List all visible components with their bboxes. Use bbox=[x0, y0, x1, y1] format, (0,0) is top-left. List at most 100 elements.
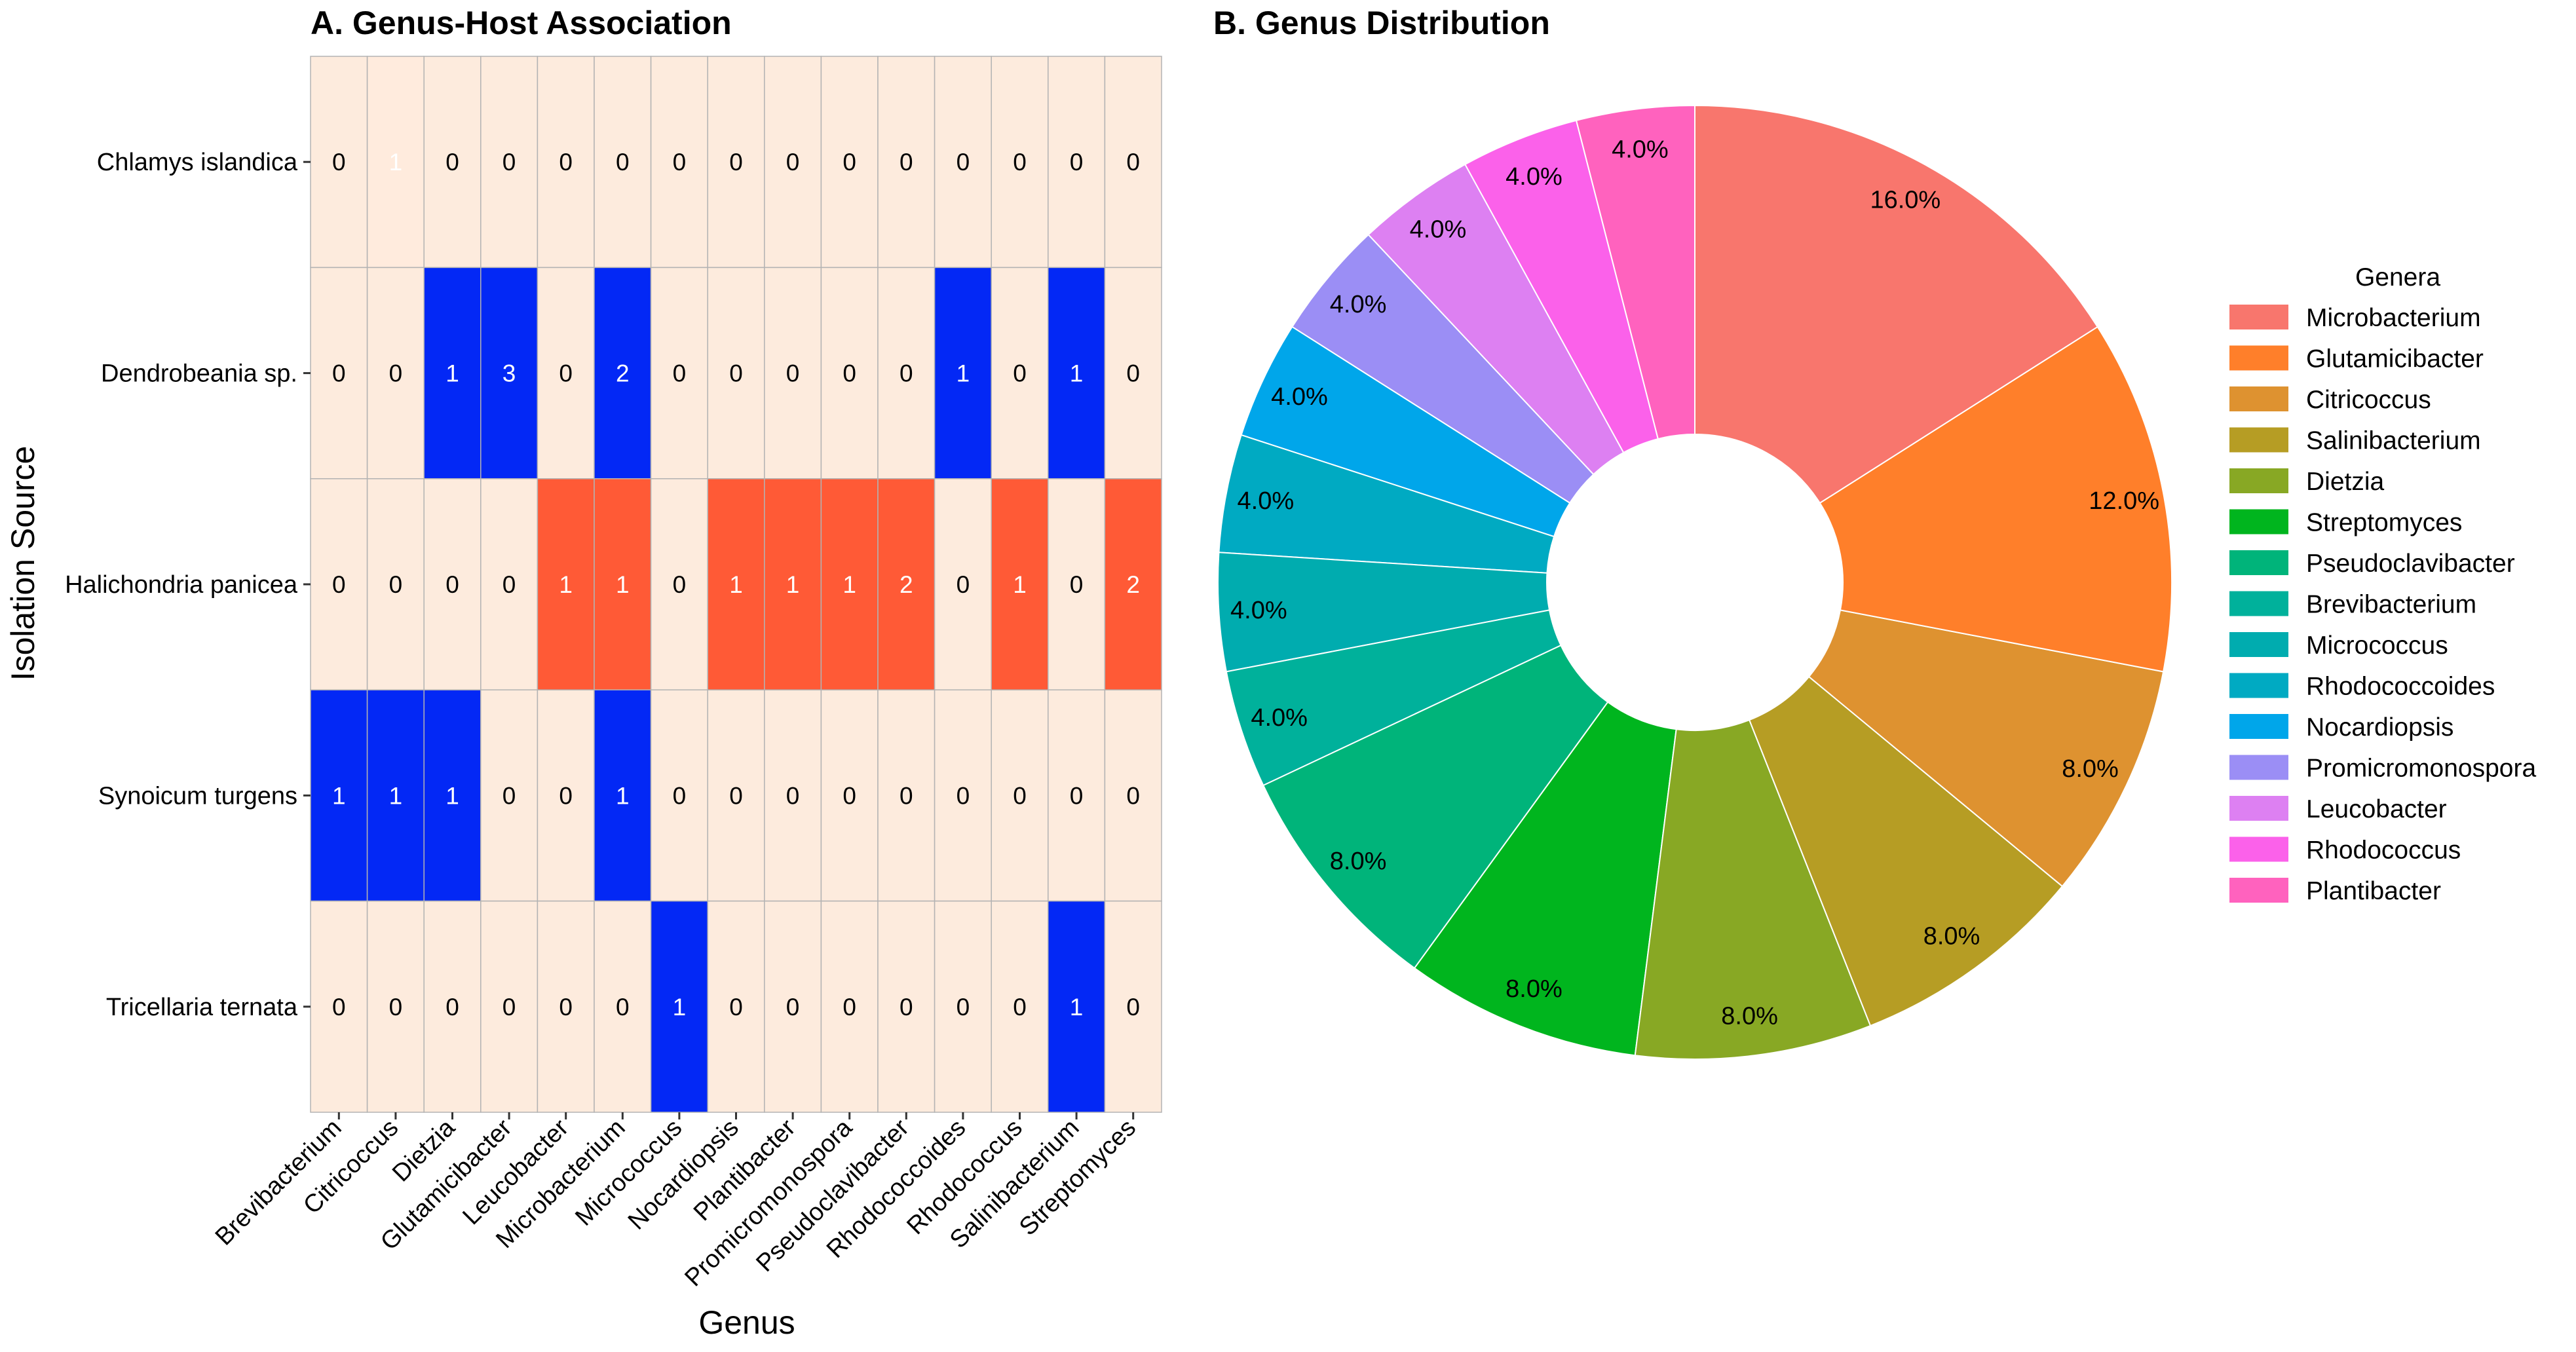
slice-label: 4.0% bbox=[1612, 136, 1669, 163]
cell-value: 1 bbox=[332, 782, 346, 809]
heatmap-cell bbox=[594, 900, 652, 1113]
cell-value: 0 bbox=[445, 994, 459, 1021]
cell-value: 1 bbox=[389, 149, 403, 176]
slice-label: 4.0% bbox=[1410, 216, 1467, 243]
cell-value: 0 bbox=[729, 782, 743, 809]
cell-value: 0 bbox=[786, 994, 800, 1021]
cell-value: 0 bbox=[332, 994, 346, 1021]
donut-chart: 4.0%4.0%4.0%4.0%4.0%4.0%4.0%4.0%8.0%8.0%… bbox=[1217, 104, 2172, 1060]
donut-slice bbox=[1413, 701, 1677, 1057]
panel-b-title: B. Genus Distribution bbox=[1213, 5, 1550, 41]
cell-value: 0 bbox=[559, 360, 573, 387]
legend-key bbox=[2229, 591, 2288, 616]
heatmap-cell bbox=[707, 900, 765, 1113]
heatmap-cell bbox=[537, 267, 595, 479]
heatmap-cell bbox=[1048, 267, 1106, 479]
legend-key bbox=[2229, 427, 2288, 453]
cell-value: 1 bbox=[389, 782, 403, 809]
y-axis-title: Isolation Source bbox=[5, 446, 41, 681]
cell-value: 0 bbox=[1126, 994, 1140, 1021]
heatmap-cell bbox=[310, 478, 368, 690]
legend-label: Microbacterium bbox=[2306, 304, 2481, 332]
panel-a-title: A. Genus-Host Association bbox=[311, 5, 732, 41]
legend-key bbox=[2229, 386, 2288, 411]
legend-key bbox=[2229, 796, 2288, 821]
heatmap-cell bbox=[594, 478, 652, 690]
donut-slice bbox=[1262, 644, 1609, 969]
cell-value: 0 bbox=[957, 149, 970, 176]
cell-value: 1 bbox=[616, 782, 630, 809]
heatmap-cell bbox=[594, 56, 652, 269]
slice-label: 4.0% bbox=[1330, 291, 1387, 318]
y-tick-label: Dendrobeania sp. bbox=[101, 360, 297, 388]
cell-value: 0 bbox=[502, 994, 516, 1021]
cell-value: 3 bbox=[502, 360, 516, 387]
donut-slice bbox=[1819, 326, 2172, 673]
cell-value: 0 bbox=[1126, 360, 1140, 387]
legend-key bbox=[2229, 468, 2288, 493]
legend-label: Leucobacter bbox=[2306, 795, 2447, 823]
cell-value: 0 bbox=[900, 782, 913, 809]
cell-value: 0 bbox=[1070, 571, 1084, 598]
cell-value: 0 bbox=[729, 149, 743, 176]
legend-label: Micrococcus bbox=[2306, 631, 2448, 660]
cell-value: 0 bbox=[786, 360, 800, 387]
heatmap-cell bbox=[1048, 56, 1106, 269]
cell-value: 0 bbox=[389, 571, 403, 598]
cell-value: 0 bbox=[332, 149, 346, 176]
cell-value: 1 bbox=[729, 571, 743, 598]
legend-label: Pseudoclavibacter bbox=[2306, 550, 2515, 578]
legend-label: Citricoccus bbox=[2306, 386, 2431, 414]
heatmap-cell bbox=[480, 267, 539, 479]
cell-value: 1 bbox=[445, 782, 459, 809]
cell-value: 0 bbox=[1013, 360, 1027, 387]
heatmap-cell bbox=[991, 900, 1049, 1113]
cell-value: 0 bbox=[1070, 149, 1084, 176]
slice-label: 8.0% bbox=[1330, 848, 1387, 875]
slice-label: 4.0% bbox=[1230, 597, 1287, 624]
cell-value: 1 bbox=[1070, 994, 1084, 1021]
slice-label: 16.0% bbox=[1870, 187, 1941, 214]
cell-value: 0 bbox=[616, 994, 630, 1021]
heatmap-cell bbox=[877, 689, 936, 902]
cell-value: 0 bbox=[843, 782, 856, 809]
heatmap-cell bbox=[1104, 478, 1162, 690]
cell-value: 1 bbox=[786, 571, 800, 598]
cell-value: 0 bbox=[843, 994, 856, 1021]
cell-value: 0 bbox=[559, 149, 573, 176]
cell-value: 0 bbox=[786, 149, 800, 176]
heatmap-cell bbox=[650, 900, 708, 1113]
cell-value: 0 bbox=[389, 360, 403, 387]
cell-value: 1 bbox=[1013, 571, 1027, 598]
heatmap-cell bbox=[934, 56, 992, 269]
cell-value: 0 bbox=[332, 571, 346, 598]
legend-key bbox=[2229, 632, 2288, 657]
donut-slice bbox=[1694, 104, 2099, 504]
cell-value: 0 bbox=[900, 994, 913, 1021]
cell-value: 0 bbox=[1126, 782, 1140, 809]
slice-label: 4.0% bbox=[1506, 163, 1563, 191]
cell-value: 0 bbox=[957, 571, 970, 598]
heatmap-cell bbox=[594, 689, 652, 902]
heatmap-cell bbox=[1104, 900, 1162, 1113]
legend-title: Genera bbox=[2355, 263, 2440, 291]
cell-value: 0 bbox=[616, 149, 630, 176]
cell-value: 0 bbox=[502, 149, 516, 176]
y-tick-label: Synoicum turgens bbox=[98, 782, 297, 810]
legend-key bbox=[2229, 509, 2288, 535]
heatmap-cell bbox=[934, 900, 992, 1113]
legend: Genera MicrobacteriumGlutamicibacterCitr… bbox=[2229, 263, 2536, 905]
cell-value: 0 bbox=[843, 149, 856, 176]
heatmap-cell bbox=[991, 478, 1049, 690]
slice-label: 8.0% bbox=[1923, 923, 1980, 950]
heatmap-cell bbox=[650, 267, 708, 479]
donut-slice bbox=[1634, 719, 1872, 1060]
heatmap-cell bbox=[707, 478, 765, 690]
cell-value: 0 bbox=[332, 360, 346, 387]
cell-value: 0 bbox=[445, 149, 459, 176]
heatmap-cell bbox=[764, 478, 822, 690]
y-tick-label: Chlamys islandica bbox=[97, 149, 298, 176]
legend-label: Promicromonospora bbox=[2306, 755, 2536, 783]
slice-label: 8.0% bbox=[2062, 755, 2119, 783]
